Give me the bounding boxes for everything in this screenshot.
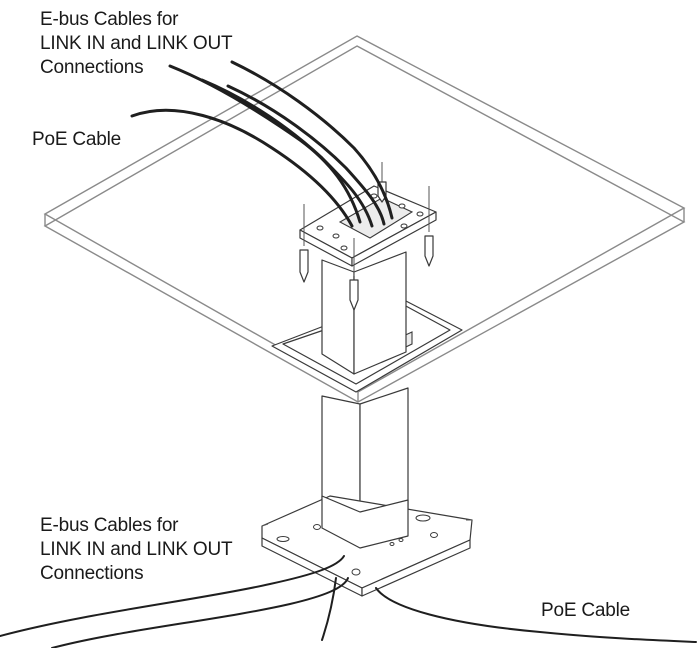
top-plate [299,185,437,267]
label-line: E-bus Cables for [40,515,179,536]
top-cables [130,60,394,228]
label-line: Connections [40,57,144,78]
top-ebus-cables-label: E-bus Cables for LINK IN and LINK OUT Co… [40,8,233,80]
bottom-cables [0,555,697,648]
upper-pole [321,251,407,375]
top-poe-cable-label: PoE Cable [32,129,122,150]
bottom-ebus-cables-label: E-bus Cables for LINK IN and LINK OUT Co… [40,514,233,586]
label-line: LINK IN and LINK OUT [40,539,233,560]
bottom-poe-cable-label: PoE Cable [541,600,631,621]
base-bracket [261,495,473,597]
screw-left [299,204,309,283]
screw-center [349,238,359,311]
screw-right [424,186,434,267]
label-line: LINK IN and LINK OUT [40,33,233,54]
label-line: E-bus Cables for [40,9,179,30]
ceiling-tile [43,35,686,403]
label-line: Connections [40,563,144,584]
